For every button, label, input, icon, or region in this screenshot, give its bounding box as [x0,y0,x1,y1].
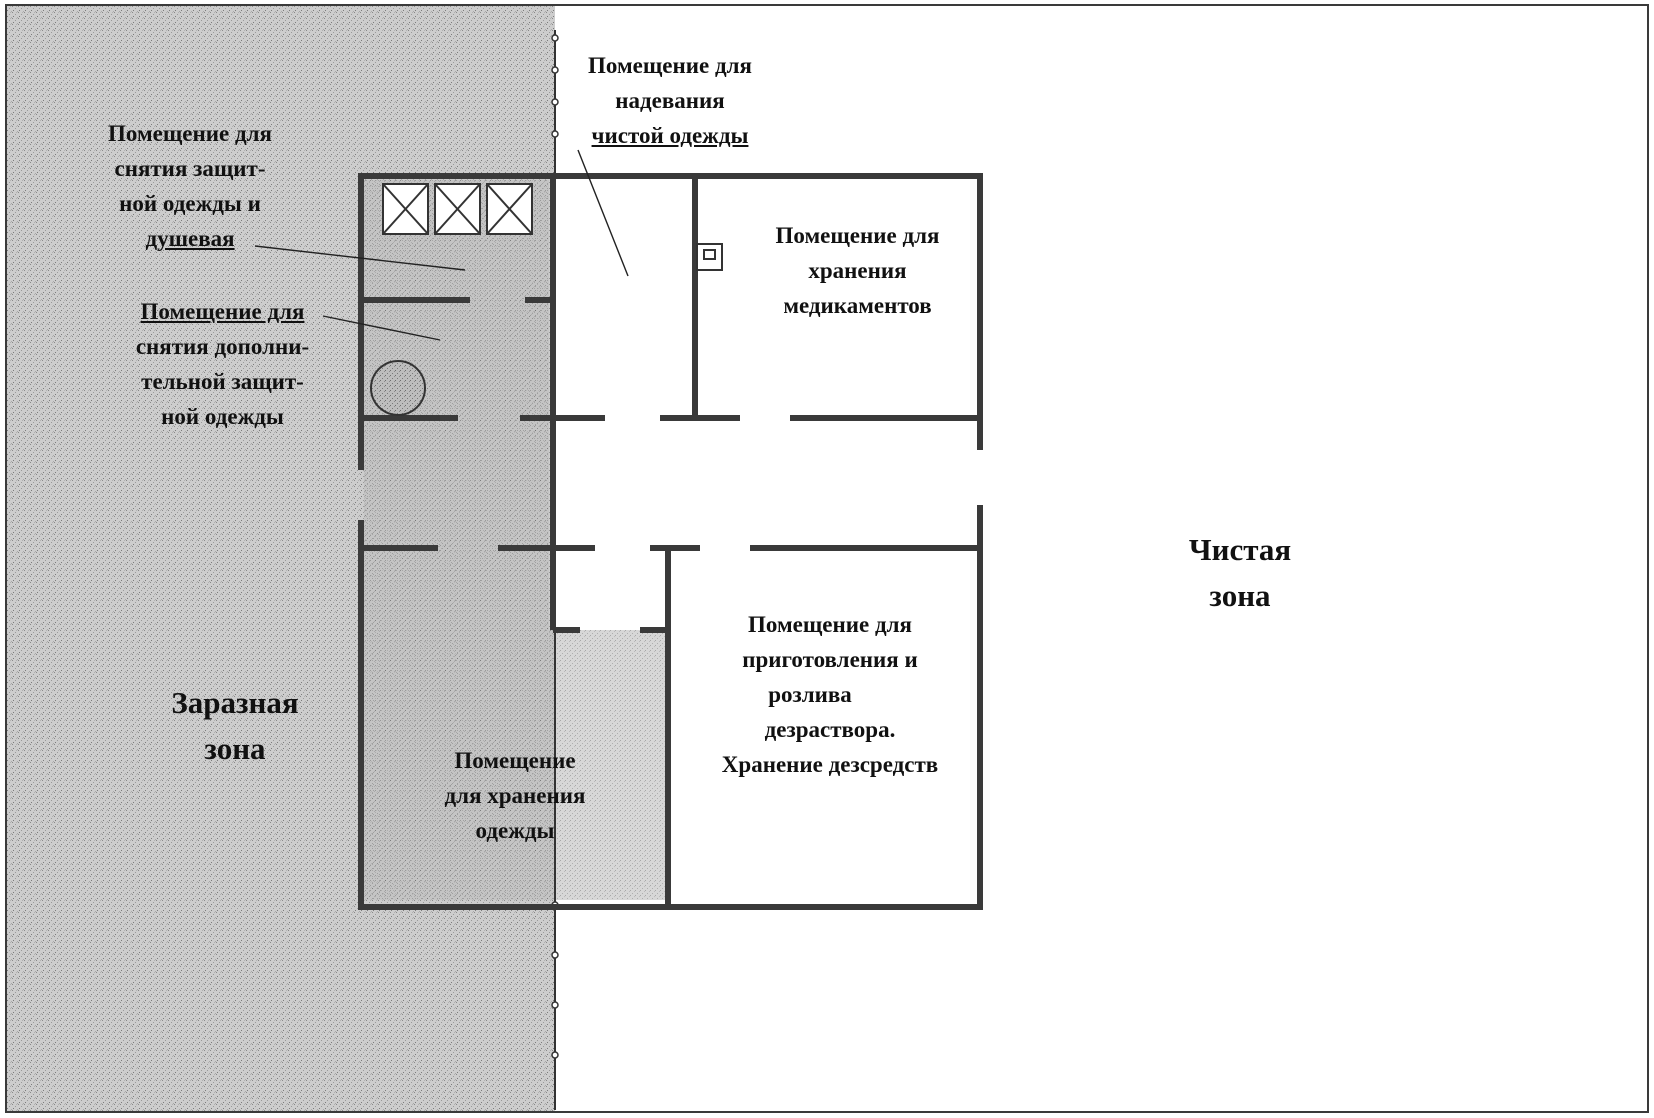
label-medicine-storage: Помещение для хранения медикаментов [775,223,940,318]
label-disinfectant-prep: Помещение для приготовления и розлива де… [721,612,939,777]
label-extra-protective: Помещение для снятия дополни- тельной за… [135,299,310,429]
label-clean-dressing: Помещение для надевания чистой одежды [588,53,752,148]
sink-icon [696,243,723,271]
label-clothes-storage: Помещение для хранения одежды [444,748,586,843]
clothes-storage-shading [549,630,667,900]
leader-lines [254,149,629,341]
label-contaminated-zone: Заразная зона [171,685,299,766]
round-tank-icon [370,360,426,416]
building-walls [358,173,983,910]
label-clean-zone: Чистая зона [1188,532,1292,613]
label-shower-room: Помещение для снятия защит- ной одежды и… [108,121,272,251]
shower-icon [382,183,533,235]
